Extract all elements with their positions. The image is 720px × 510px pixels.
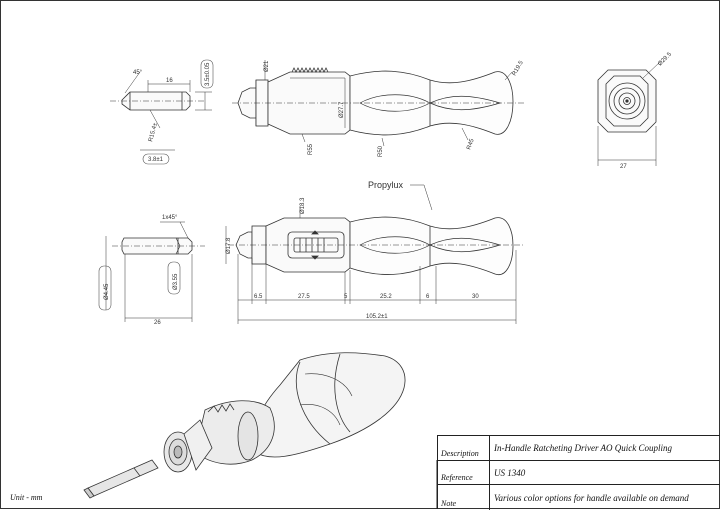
front-seg-6: 30	[472, 294, 479, 300]
side-dia277: Ø27.7	[339, 101, 345, 118]
bit-top-dia2: 3.8±1	[148, 157, 164, 163]
bit-top-length: 16	[166, 78, 173, 84]
front-dia183: Ø18.3	[300, 197, 306, 214]
bit-top-dia-tol: 3.5±0.05	[205, 62, 211, 86]
bit-top-view	[110, 71, 212, 151]
front-seg-5: 6	[426, 294, 430, 300]
reference-value: US 1340	[489, 461, 715, 484]
front-seg-3: 5	[344, 294, 348, 300]
description-label: Description	[441, 449, 479, 458]
end-width: 27	[620, 164, 627, 170]
side-r195: R19.5	[512, 60, 526, 77]
end-dia: Ø29.5	[657, 51, 673, 67]
front-overall: 105.2±1	[366, 314, 388, 320]
bit-bottom-chamfer: 1x45°	[162, 215, 178, 221]
bit-top-radius: R15.4±	[148, 122, 159, 143]
unit-label: Unit - mm	[10, 493, 43, 502]
driver-3d-illustration	[83, 352, 406, 499]
note-label: Note	[441, 499, 457, 508]
side-dia21: Ø21	[264, 60, 270, 72]
front-seg-1: 6.5	[254, 294, 263, 300]
reference-label: Reference	[441, 473, 473, 482]
title-row-reference: Reference US 1340	[438, 461, 720, 485]
bit-bottom-view	[105, 221, 205, 322]
handle-side-view	[232, 60, 525, 147]
title-row-description: Description In-Handle Ratcheting Driver …	[438, 436, 720, 461]
note-value: Various color options for handle availab…	[489, 485, 715, 510]
material-callout-arrow	[423, 184, 433, 211]
description-value: In-Handle Ratcheting Driver AO Quick Cou…	[489, 436, 715, 460]
bit-bottom-length: 26	[154, 320, 161, 326]
material-callout: Propylux	[368, 180, 404, 190]
bit-bottom-dia-a: Ø4.45	[104, 283, 110, 300]
title-row-note: Note Various color options for handle av…	[438, 485, 720, 510]
side-r55: R55	[308, 143, 314, 155]
title-block: Description In-Handle Ratcheting Driver …	[437, 435, 720, 510]
side-r45: R45	[466, 138, 476, 151]
front-seg-4: 25.2	[380, 294, 392, 300]
bit-bottom-dia-a-box	[98, 265, 112, 311]
bit-top-angle: 45°	[133, 70, 143, 76]
bit-top-dia-tol-box	[200, 59, 214, 89]
bit-bottom-dia-b: Ø3.55	[173, 273, 179, 290]
handle-front-view	[225, 206, 525, 324]
bit-top-dia2-box	[142, 153, 170, 165]
side-r50: R50	[378, 145, 384, 157]
front-seg-2: 27.5	[298, 294, 310, 300]
front-dia178: Ø17.8	[226, 237, 232, 254]
handle-end-view	[597, 61, 661, 166]
bit-bottom-dia-b-box	[167, 261, 181, 295]
